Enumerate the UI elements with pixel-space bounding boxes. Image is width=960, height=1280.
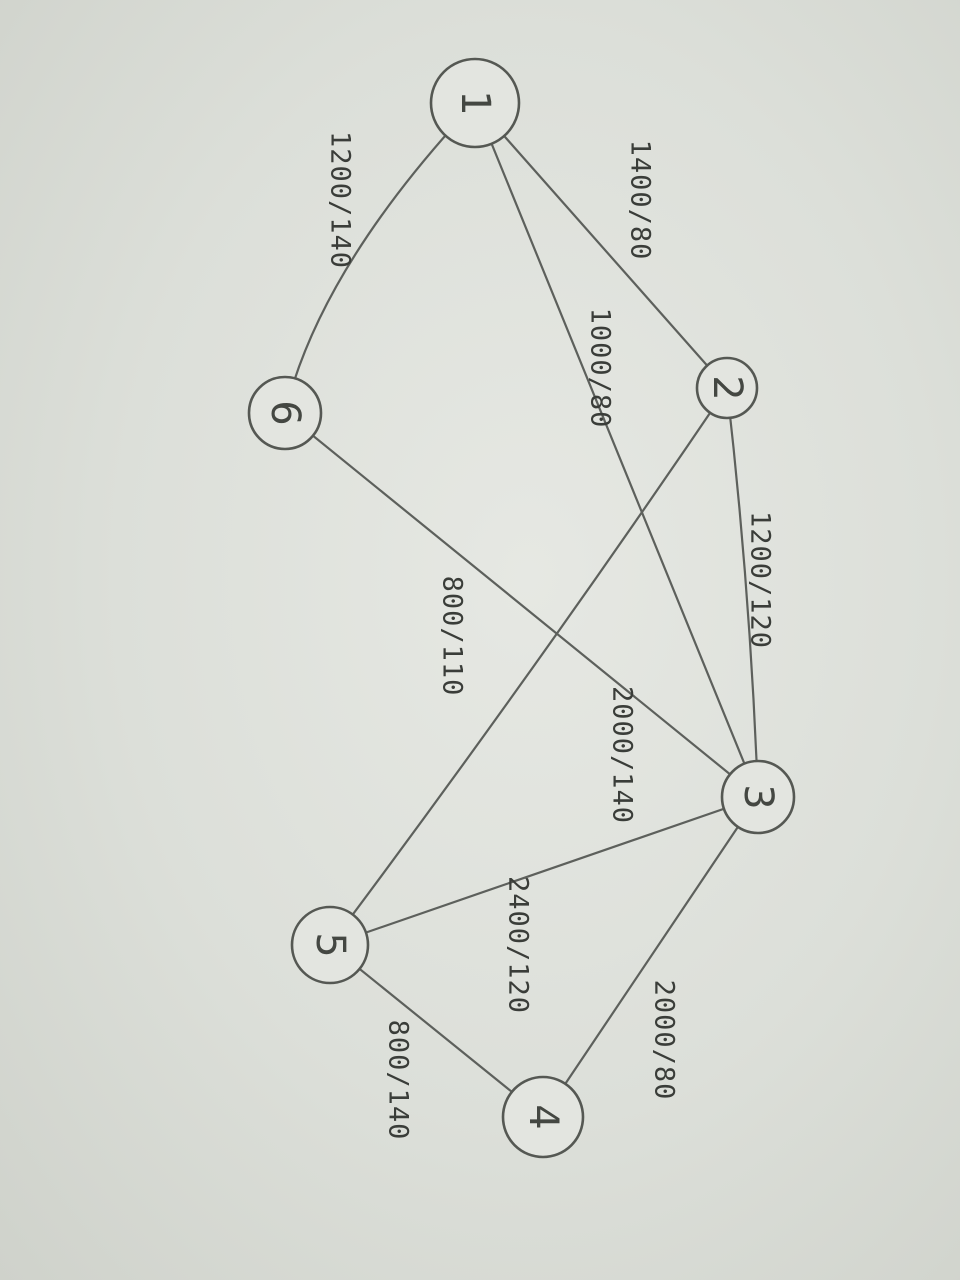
edge-label-6-3: 800/110 (437, 576, 468, 697)
nodes-layer: 1 2 3 4 5 6 (247, 57, 796, 1159)
edge-1-6 (283, 101, 477, 415)
node-label-4: 4 (520, 1104, 566, 1129)
edge-label-5-4: 800/140 (383, 1020, 414, 1141)
edges-layer (283, 101, 760, 1119)
node-label-3: 3 (735, 784, 781, 809)
edge-label-5-3: 2400/120 (503, 876, 534, 1014)
node-2: 2 (695, 356, 759, 420)
edge-label-2-5: 2000/140 (607, 686, 638, 824)
edge-3-4 (541, 795, 760, 1119)
edge-label-1-6: 1200/140 (325, 131, 356, 269)
node-circle-4 (501, 1075, 585, 1159)
node-label-2: 2 (704, 375, 750, 400)
edge-label-3-4: 2000/80 (649, 980, 680, 1101)
node-circle-5 (290, 905, 370, 985)
node-6: 6 (247, 375, 323, 451)
node-4: 4 (501, 1075, 585, 1159)
edge-2-3 (725, 386, 760, 799)
edge-1-3 (473, 101, 760, 799)
edge-labels-layer: 1200/140 1400/80 1000/80 1200/120 800/110 200… (325, 131, 776, 1140)
node-circle-3 (720, 759, 796, 835)
node-circle-1 (429, 57, 521, 149)
edge-6-3 (283, 411, 760, 799)
node-5: 5 (290, 905, 370, 985)
node-circle-2 (695, 356, 759, 420)
node-label-6: 6 (262, 400, 308, 425)
node-label-5: 5 (307, 932, 353, 957)
edge-label-1-3: 1000/80 (585, 308, 616, 429)
edge-1-2 (473, 101, 729, 390)
edge-label-1-2: 1400/80 (625, 140, 656, 261)
edge-5-3 (328, 795, 760, 947)
node-3: 3 (720, 759, 796, 835)
node-circle-6 (247, 375, 323, 451)
edge-label-2-3: 1200/120 (745, 511, 776, 649)
edge-2-5 (328, 386, 729, 947)
node-label-1: 1 (452, 90, 498, 115)
node-1: 1 (429, 57, 521, 149)
